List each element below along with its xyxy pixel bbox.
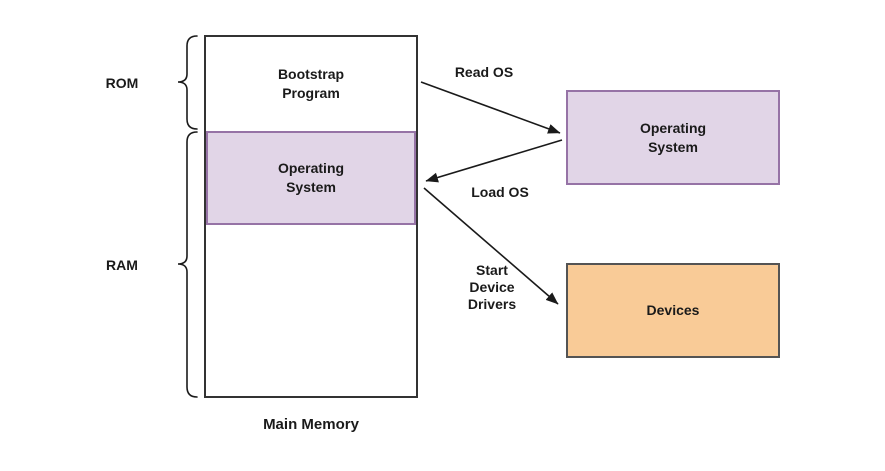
main-memory-caption: Main Memory <box>263 416 359 433</box>
bootstrap-program-section: Bootstrap Program <box>206 37 416 131</box>
devices-box: Devices <box>566 263 780 358</box>
operating-system-box: Operating System <box>566 90 780 185</box>
load-os-label: Load OS <box>471 184 529 200</box>
main-memory-os-section: Operating System <box>206 131 416 225</box>
operating-system-label: Operating System <box>639 119 707 155</box>
ram-label: RAM <box>106 257 138 273</box>
main-memory-box: Bootstrap Program Operating System <box>204 35 418 398</box>
load-os-arrow <box>425 139 563 183</box>
start-device-drivers-label: Start Device Drivers <box>467 262 517 312</box>
read-os-label: Read OS <box>454 64 514 80</box>
rom-brace <box>177 35 198 130</box>
ram-brace <box>177 131 198 398</box>
rom-label: ROM <box>105 75 139 91</box>
devices-label: Devices <box>646 302 700 318</box>
main-memory-os-label: Operating System <box>277 160 345 195</box>
main-memory-free-section <box>206 225 416 396</box>
read-os-arrow <box>420 81 561 134</box>
bootstrap-program-label: Bootstrap Program <box>277 66 345 101</box>
